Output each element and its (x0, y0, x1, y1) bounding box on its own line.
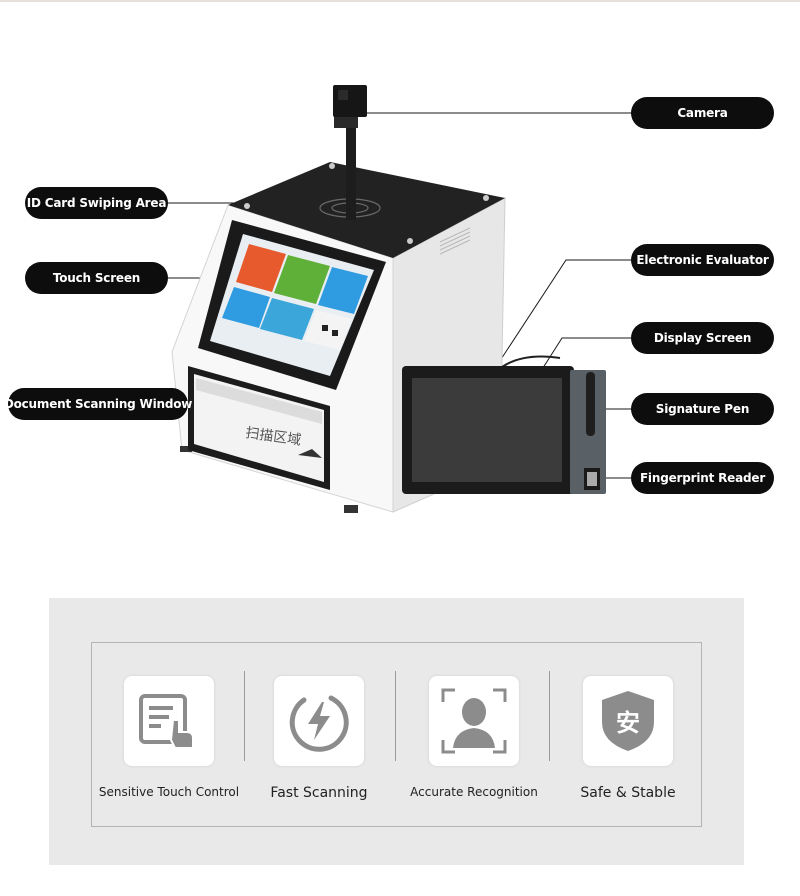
electronic-evaluator (402, 355, 606, 494)
callout-document-window: Document Scanning Window (4, 388, 192, 420)
feature-divider (244, 671, 245, 761)
feature-tile-recognition (429, 676, 519, 766)
feature-tile-safe: 安 (583, 676, 673, 766)
svg-text:安: 安 (616, 709, 640, 737)
feature-frame: Sensitive Touch Control Fast Scanning Ac… (91, 642, 702, 827)
feature-label: Safe & Stable (580, 785, 676, 801)
feature-tile-touch (124, 676, 214, 766)
callout-id-card-area: ID Card Swiping Area (25, 187, 168, 219)
callout-camera: Camera (631, 97, 774, 129)
camera-pole (333, 85, 367, 220)
face-recognition-icon (441, 688, 507, 754)
feature-tile-scanning (274, 676, 364, 766)
document-scanning-window: 扫描区域 (188, 366, 330, 490)
callout-display-screen: Display Screen (631, 322, 774, 354)
callout-signature-pen: Signature Pen (631, 393, 774, 425)
touch-screen-device (198, 220, 386, 390)
feature-label: Accurate Recognition (410, 785, 538, 799)
callout-touch-screen: Touch Screen (25, 262, 168, 294)
feature-divider (395, 671, 396, 761)
feature-label: Fast Scanning (270, 785, 368, 801)
lightning-icon (289, 695, 349, 752)
feature-label: Sensitive Touch Control (98, 785, 240, 799)
shield-icon: 安 (602, 691, 654, 751)
feature-divider (549, 671, 550, 761)
product-illustration: 扫描区域 (160, 85, 632, 513)
touch-control-icon (139, 694, 194, 749)
callout-evaluator: Electronic Evaluator (631, 244, 774, 276)
svg-text:扫描区域: 扫描区域 (244, 425, 302, 449)
feature-panel: Sensitive Touch Control Fast Scanning Ac… (49, 598, 744, 865)
top-divider (0, 0, 800, 2)
callout-fingerprint-reader: Fingerprint Reader (631, 462, 774, 494)
